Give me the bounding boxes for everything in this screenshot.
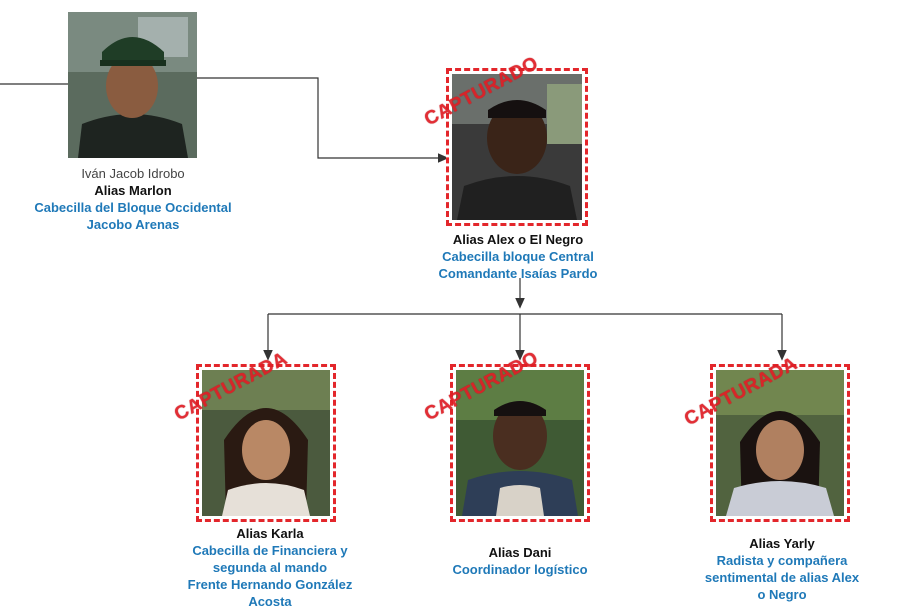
yarly-role-line: Radista y compañera <box>716 553 848 568</box>
alex-label: Alias Alex o El Negro Cabecilla bloque C… <box>400 231 636 282</box>
alex-role-line: Cabecilla bloque Central <box>442 249 594 264</box>
marlon-photo <box>68 12 197 158</box>
marlon-alias: Alias Marlon <box>94 183 172 198</box>
marlon-to-alex-connector <box>197 77 449 163</box>
karla-photo <box>202 370 330 516</box>
dani-photo <box>456 370 584 516</box>
yarly-photo <box>716 370 844 516</box>
yarly-role-line: sentimental de alias Alex <box>704 570 860 585</box>
karla-role-line: Acosta <box>248 594 292 609</box>
dani-label: Alias Dani Coordinador logístico <box>400 544 640 578</box>
karla-photo-frame <box>196 364 336 522</box>
karla-role-line: segunda al mando <box>212 560 328 575</box>
marlon-label: Iván Jacob Idrobo Alias Marlon Cabecilla… <box>2 165 264 233</box>
dani-photo-frame <box>450 364 590 522</box>
yarly-label: Alias Yarly Radista y compañera sentimen… <box>666 535 898 603</box>
marlon-full-name: Iván Jacob Idrobo <box>81 166 185 181</box>
karla-alias: Alias Karla <box>236 526 304 541</box>
marlon-role-line: Jacobo Arenas <box>86 217 180 232</box>
marlon-role-line: Cabecilla del Bloque Occidental <box>34 200 232 215</box>
yarly-role-line: o Negro <box>757 587 807 602</box>
yarly-alias: Alias Yarly <box>749 536 815 551</box>
alex-photo-frame <box>446 68 588 226</box>
yarly-photo-frame <box>710 364 850 522</box>
alex-photo <box>452 74 582 220</box>
karla-label: Alias Karla Cabecilla de Financiera y se… <box>150 525 390 610</box>
karla-role-line: Frente Hernando González <box>187 577 353 592</box>
alex-role-line: Comandante Isaías Pardo <box>438 266 598 281</box>
dani-role-line: Coordinador logístico <box>452 562 588 577</box>
alex-alias: Alias Alex o El Negro <box>452 232 584 247</box>
karla-role-line: Cabecilla de Financiera y <box>192 543 348 558</box>
dani-alias: Alias Dani <box>488 545 552 560</box>
